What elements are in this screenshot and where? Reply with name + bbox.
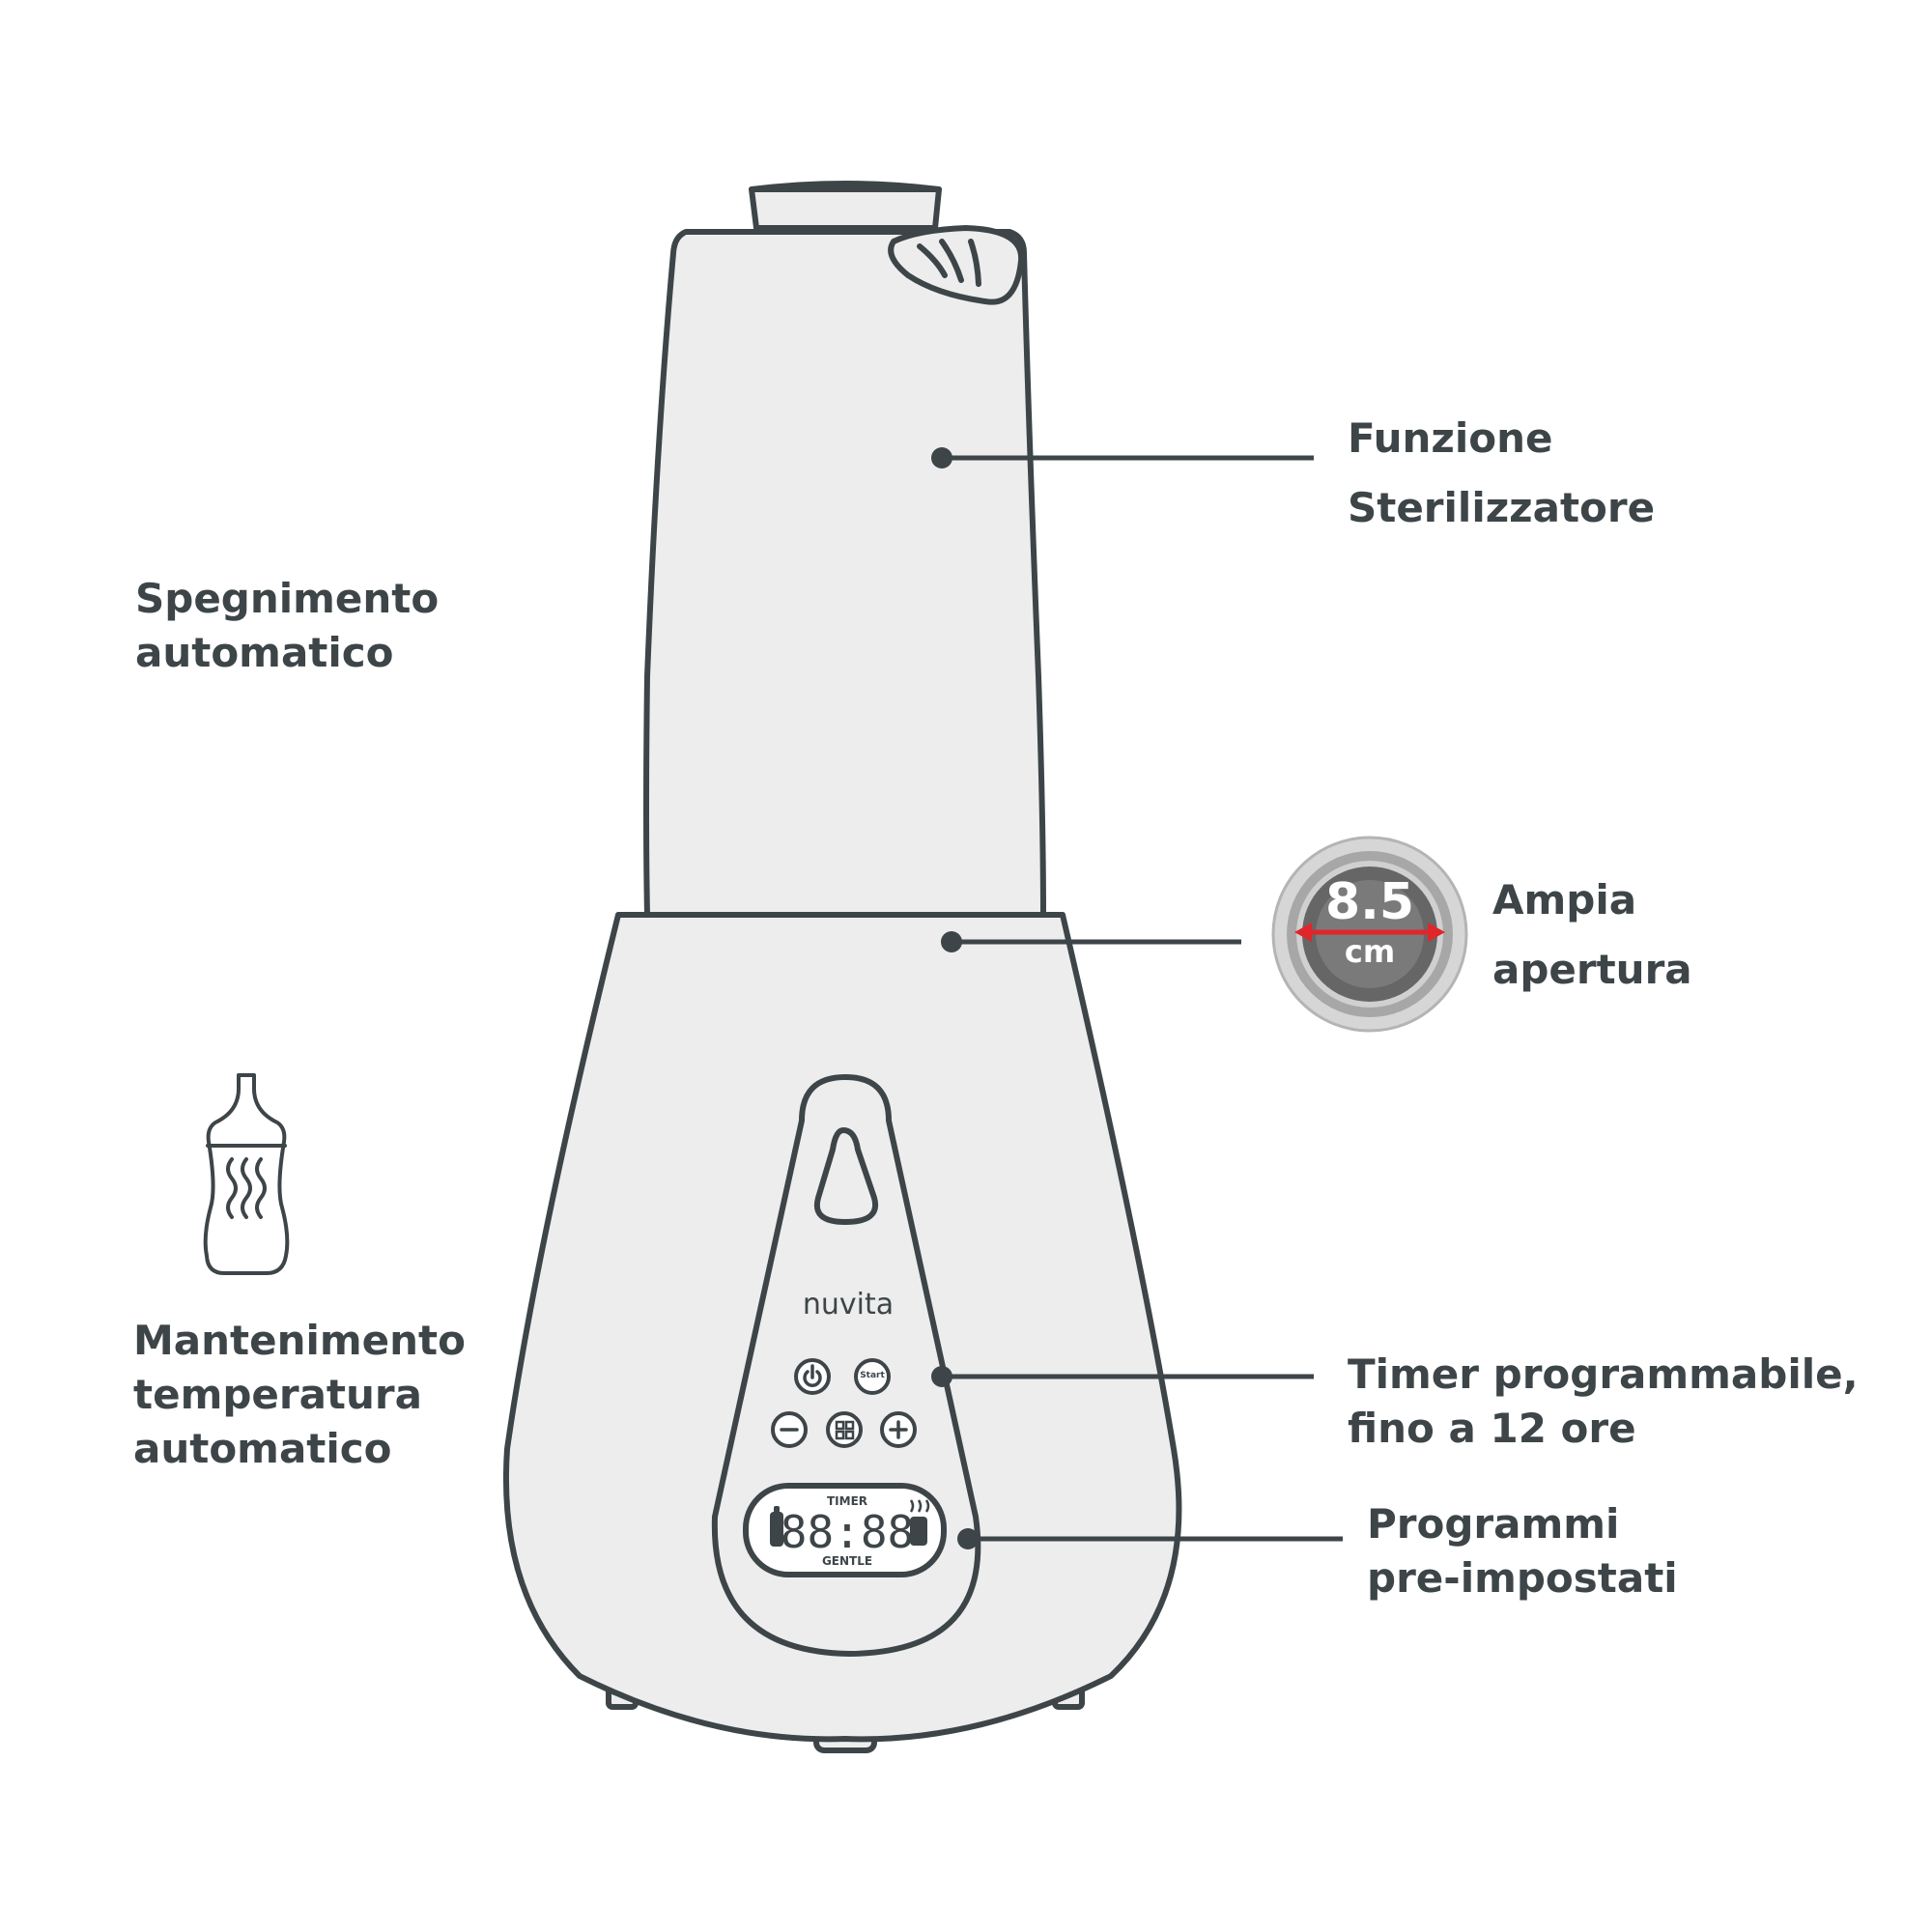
label-sterilizer-line2: Sterilizzatore xyxy=(1348,484,1656,531)
start-button[interactable] xyxy=(854,1358,891,1395)
opening-badge: 8.5 cm xyxy=(1271,836,1468,1033)
display-top-label: TIMER xyxy=(827,1494,867,1508)
label-keep-warm: Mantenimento temperatura automatico xyxy=(133,1314,466,1476)
power-icon xyxy=(803,1364,822,1387)
label-auto-off-line2: automatico xyxy=(135,629,394,676)
baby-bottle-warm-icon xyxy=(203,1073,290,1275)
label-programs-line2: pre-impostati xyxy=(1367,1554,1678,1602)
label-keep-warm-line2: temperatura xyxy=(133,1371,422,1418)
display-bottom-label: GENTLE xyxy=(822,1554,872,1568)
label-programs: Programmi pre-impostati xyxy=(1367,1497,1678,1605)
label-timer: Timer programmabile, fino a 12 ore xyxy=(1348,1348,1859,1456)
brand-logo: nuvita xyxy=(803,1288,894,1321)
label-opening-line1: Ampia xyxy=(1492,876,1637,923)
label-timer-line1: Timer programmabile, xyxy=(1348,1350,1859,1398)
start-drop-button[interactable] xyxy=(813,1127,879,1225)
device-chamber xyxy=(643,229,1046,918)
label-programs-line1: Programmi xyxy=(1367,1500,1620,1548)
label-opening-line2: apertura xyxy=(1492,946,1692,993)
opening-unit: cm xyxy=(1345,933,1395,970)
label-keep-warm-line1: Mantenimento xyxy=(133,1317,466,1364)
program-grid-icon xyxy=(835,1420,855,1440)
lid-knob[interactable] xyxy=(749,186,942,231)
plus-icon xyxy=(889,1420,908,1439)
bottle-icon xyxy=(770,1506,783,1547)
lcd-display xyxy=(743,1483,947,1577)
steam-icon xyxy=(909,1499,930,1546)
display-digits: 88:88 xyxy=(781,1506,914,1558)
start-icon: Start xyxy=(860,1371,885,1380)
label-opening: Ampia apertura xyxy=(1492,866,1692,1005)
label-sterilizer: Funzione Sterilizzatore xyxy=(1348,404,1655,543)
label-keep-warm-line3: automatico xyxy=(133,1425,392,1472)
label-timer-line2: fino a 12 ore xyxy=(1348,1405,1636,1452)
label-sterilizer-line1: Funzione xyxy=(1348,414,1553,462)
label-auto-off: Spegnimento automatico xyxy=(135,572,439,680)
opening-value: 8.5 xyxy=(1325,873,1414,931)
label-auto-off-line1: Spegnimento xyxy=(135,575,440,622)
